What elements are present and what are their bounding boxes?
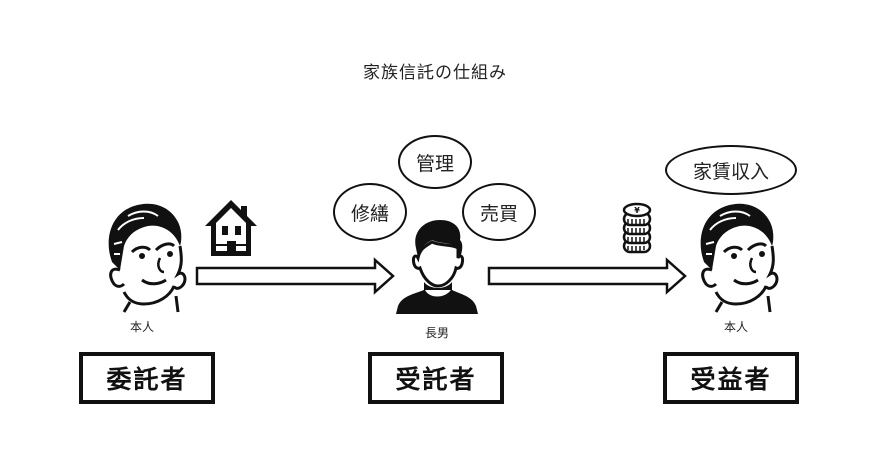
benefit-bubble-rent-income: 家賃収入 [665, 145, 797, 195]
beneficiary-person-label: 本人 [723, 320, 748, 334]
diagram-title: 家族信託の仕組み [363, 63, 507, 83]
person-silhouette-icon [396, 220, 478, 314]
role-box-trustee: 受託者 [368, 352, 504, 404]
duty-bubble-repair: 修繕 [333, 183, 407, 241]
yen-coin-stack-icon: ¥ [622, 202, 652, 254]
transfer-arrow-2[interactable] [487, 257, 687, 295]
duty-bubble-management: 管理 [398, 135, 472, 189]
man-face-icon [700, 203, 779, 313]
role-box-beneficiary: 受益者 [663, 352, 799, 404]
yen-symbol: ¥ [634, 206, 640, 215]
settlor-person-label: 本人 [129, 320, 154, 334]
role-box-settlor: 委託者 [79, 352, 215, 404]
house-icon [205, 200, 257, 256]
man-face-icon [108, 203, 187, 313]
duty-bubble-trading: 売買 [462, 183, 536, 241]
transfer-arrow-1[interactable] [195, 257, 395, 295]
trustee-person-label: 長男 [424, 326, 449, 340]
